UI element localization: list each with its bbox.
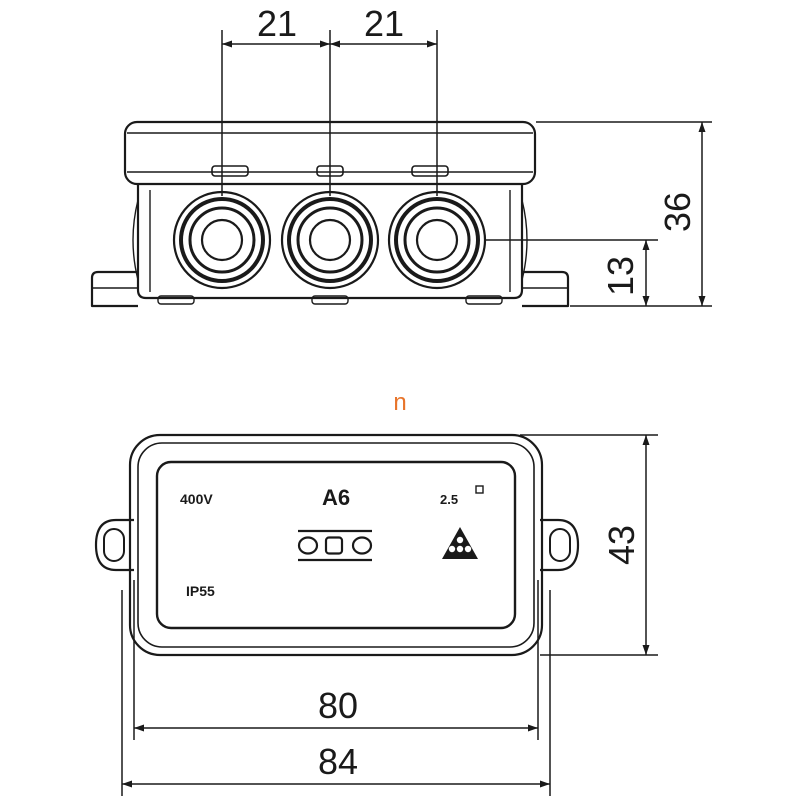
mounting-ear-right	[540, 518, 580, 572]
obo-logo-icon	[297, 529, 373, 562]
dimension-lines-side	[221, 30, 712, 307]
dimension-lines-top	[121, 434, 658, 796]
dim-height-total: 36	[657, 192, 698, 232]
model-label: A6	[322, 485, 350, 510]
box-body	[136, 184, 524, 300]
protection-label: IP55	[186, 583, 215, 599]
mounting-ear-left	[94, 518, 134, 572]
mounting-foot-left	[90, 270, 138, 308]
cable-entry-3	[387, 190, 487, 290]
lid-panel	[155, 460, 517, 630]
cable-entry-1	[172, 190, 272, 290]
dim-width-outer: 84	[318, 741, 358, 782]
dim-height-entry: 13	[600, 256, 641, 296]
box-outline	[128, 433, 544, 657]
top-view	[94, 433, 580, 657]
dim-width-inner: 80	[318, 685, 358, 726]
cross-section-label: 2.5	[440, 492, 458, 507]
square-mm-icon	[475, 485, 484, 494]
triangle-symbol-icon	[442, 527, 478, 559]
dim-depth: 43	[601, 525, 642, 565]
voltage-label: 400V	[180, 491, 213, 507]
view-marker: n	[393, 389, 406, 416]
dim-spacing-left: 21	[257, 3, 297, 44]
cable-entry-2	[280, 190, 380, 290]
mounting-foot-right	[522, 270, 570, 308]
dim-spacing-right: 21	[364, 3, 404, 44]
